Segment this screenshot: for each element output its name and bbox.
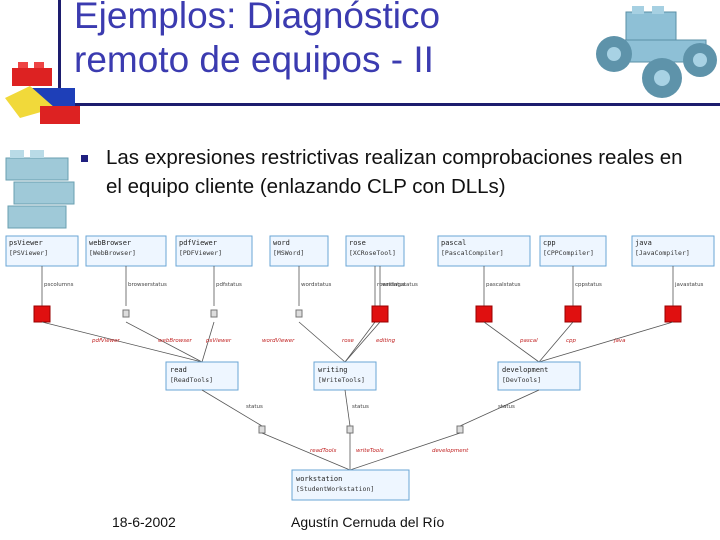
mid-edge-label: pdfViewer xyxy=(91,338,120,344)
mid-node-box xyxy=(313,361,377,391)
status-edge-line xyxy=(201,389,263,427)
bottom-node-name: workstation xyxy=(296,475,342,483)
top-node-box xyxy=(345,235,405,267)
footer-author: Agustín Cernuda del Río xyxy=(291,514,445,530)
mid-node-name: read xyxy=(170,366,187,374)
mid-edge-line xyxy=(483,321,540,363)
mid-node-name: development xyxy=(502,366,548,374)
top-node-name: pascal xyxy=(441,239,466,247)
footer-date: 18-6-2002 xyxy=(112,514,176,530)
top-node-name: java xyxy=(635,239,652,247)
bottom-edge-line xyxy=(261,432,351,471)
top-edge-label: pscolumns xyxy=(44,282,74,288)
top-node-class: [MSWord] xyxy=(273,249,304,257)
status-edge-label: status xyxy=(246,404,263,410)
top-node-class: [PDFViewer] xyxy=(179,249,222,257)
mid-node-class: [ReadTools] xyxy=(170,376,213,384)
lego-vehicle-image xyxy=(596,6,717,98)
top-node-class: [CPPCompiler] xyxy=(543,249,594,257)
mid-edge-line xyxy=(125,321,203,363)
status-box xyxy=(122,309,130,318)
mid-edge-label: psViewer xyxy=(205,338,232,344)
top-edge-label: wordstatus xyxy=(301,282,332,288)
top-edge-label: pdfstatus xyxy=(216,282,242,288)
top-node-class: [PascalCompiler] xyxy=(441,249,504,257)
status-box xyxy=(258,425,266,434)
top-node-box xyxy=(631,235,715,267)
top-node-class: [XCRoseTool] xyxy=(349,249,396,257)
mid-edge-line xyxy=(298,321,346,363)
top-node-name: cpp xyxy=(543,239,556,247)
top-edge-label: rosestatus xyxy=(377,282,406,288)
top-node-name: webBrowser xyxy=(89,239,131,247)
title-vertical-rule xyxy=(58,0,61,108)
top-edge-label: javastatus xyxy=(674,282,704,288)
red-status-box xyxy=(664,305,682,323)
bullet-text: Las expresiones restrictivas realizan co… xyxy=(106,146,683,198)
red-status-box xyxy=(33,305,51,323)
status-box xyxy=(295,309,303,318)
mid-edge-line xyxy=(41,321,203,363)
top-edge-label: writingstatus xyxy=(382,282,418,288)
title-horizontal-rule xyxy=(22,103,720,106)
top-node-box xyxy=(175,235,253,267)
bottom-edge-label: writeTools xyxy=(356,448,384,454)
mid-edge-label: java xyxy=(613,338,626,344)
bottom-edge-label: readTools xyxy=(310,448,336,454)
mid-edge-label: wordViewer xyxy=(262,338,295,344)
status-edge-label: status xyxy=(352,404,369,410)
lego-bricks-image xyxy=(5,62,80,229)
mid-node-class: [WriteTools] xyxy=(318,376,365,384)
bottom-edge-label: development xyxy=(432,448,469,454)
bullet-marker xyxy=(81,155,88,162)
mid-node-class: [DevTools] xyxy=(502,376,541,384)
red-status-box xyxy=(475,305,493,323)
top-node-name: word xyxy=(273,239,290,247)
mid-edge-line xyxy=(538,321,574,363)
bottom-edge-line xyxy=(349,432,461,471)
bottom-node-class: [StudentWorkstation] xyxy=(296,485,374,493)
top-node-name: rose xyxy=(349,239,366,247)
top-node-box xyxy=(269,235,329,267)
slide-title: Ejemplos: Diagnóstico remoto de equipos … xyxy=(74,0,441,80)
mid-edge-line xyxy=(201,321,215,363)
red-status-box xyxy=(564,305,582,323)
top-edge-label: pascalstatus xyxy=(486,282,521,288)
mid-node-name: writing xyxy=(318,366,348,374)
mid-edge-line xyxy=(344,321,376,363)
top-edge-label: cppstatus xyxy=(575,282,602,288)
status-edge-line xyxy=(344,389,351,427)
mid-edge-label: editing xyxy=(376,338,396,344)
top-node-class: [PSViewer] xyxy=(9,249,48,257)
top-node-name: pdfViewer xyxy=(179,239,217,247)
status-box xyxy=(210,309,218,318)
status-edge-line xyxy=(459,389,540,427)
top-node-class: [JavaCompiler] xyxy=(635,249,690,257)
mid-edge-line xyxy=(344,321,381,363)
status-edge-label: status xyxy=(498,404,515,410)
top-edge-label: browserstatus xyxy=(128,282,167,288)
top-node-box xyxy=(437,235,531,267)
status-box xyxy=(346,425,354,434)
mid-edge-label: webBrowser xyxy=(158,338,193,344)
mid-edge-label: pascal xyxy=(519,338,538,344)
top-node-box xyxy=(5,235,79,267)
dependency-diagram: psViewer [PSViewer] pscolumns webBrowser [We… xyxy=(5,235,715,501)
top-node-name: psViewer xyxy=(9,239,43,247)
status-box xyxy=(456,425,464,434)
mid-edge-label: rose xyxy=(342,338,354,344)
mid-edge-line xyxy=(538,321,674,363)
red-status-box xyxy=(371,305,389,323)
top-node-class: [WebBrowser] xyxy=(89,249,136,257)
bottom-node-box xyxy=(291,469,410,501)
top-node-box xyxy=(539,235,607,267)
mid-edge-label: cpp xyxy=(566,338,577,344)
mid-node-box xyxy=(497,361,581,391)
